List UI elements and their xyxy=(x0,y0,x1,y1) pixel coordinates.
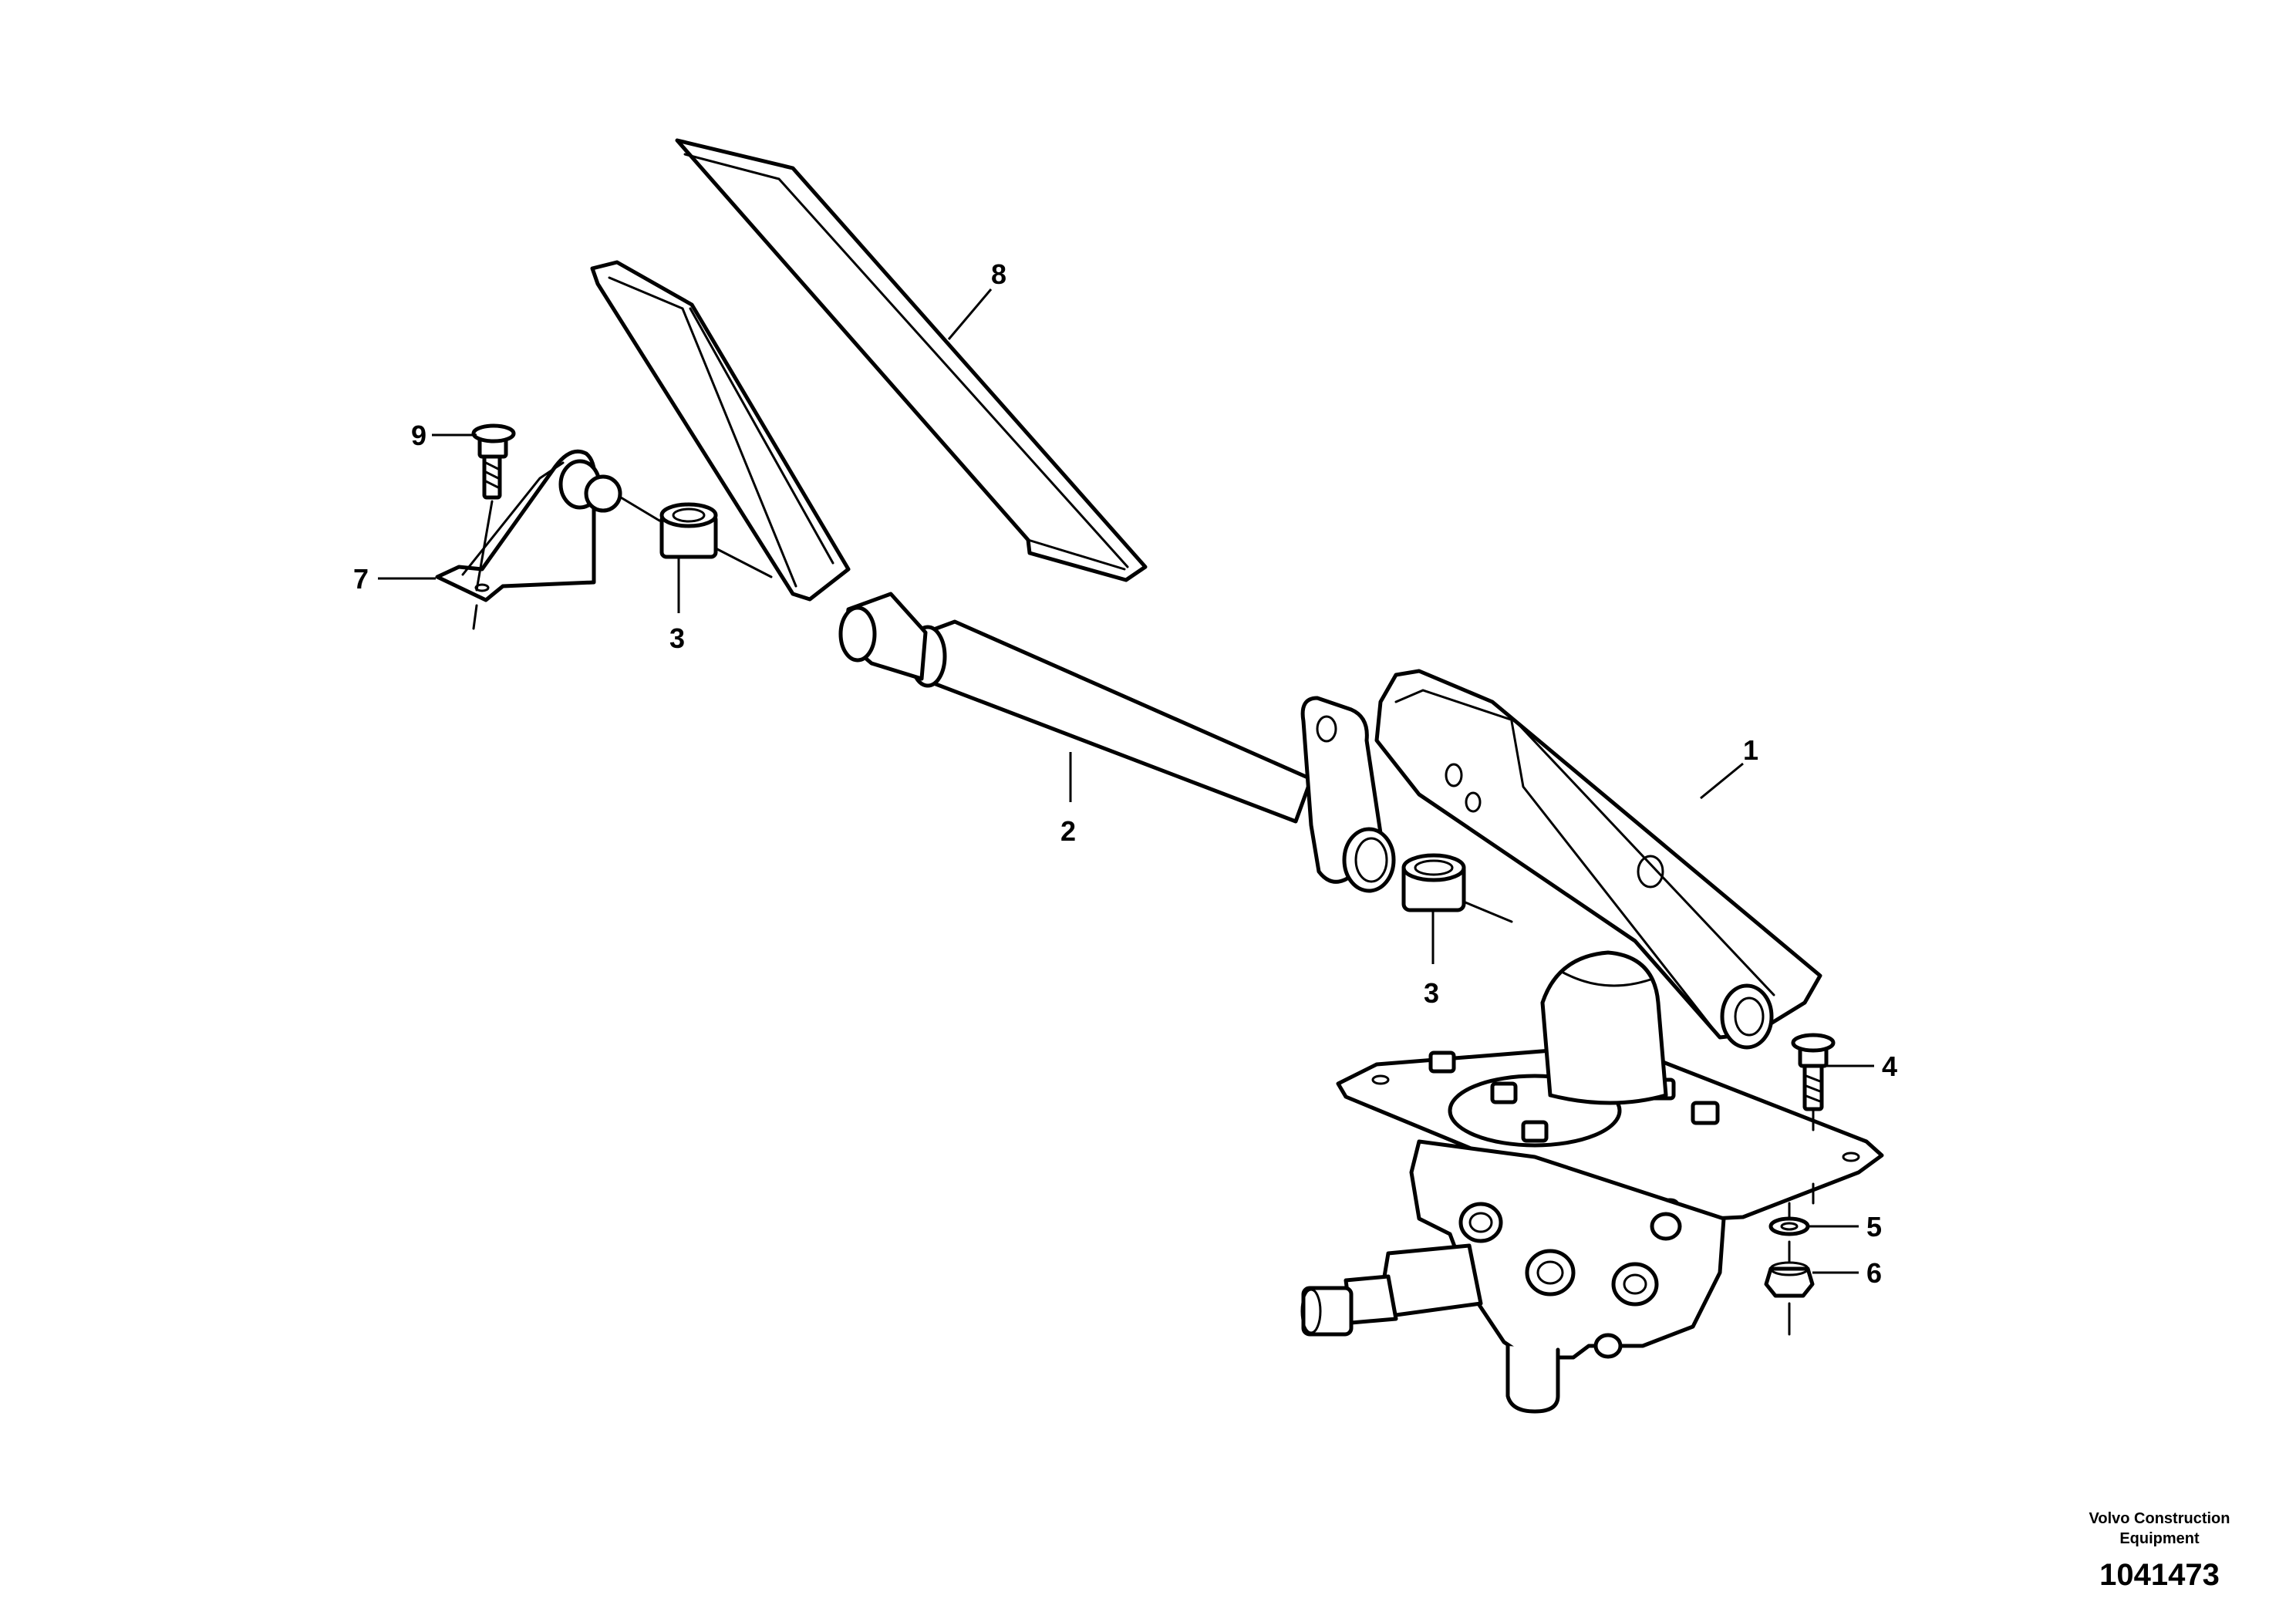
drawing-number: 1041473 xyxy=(2099,1558,2220,1592)
brand-line-2: Equipment xyxy=(2119,1530,2200,1547)
brake-valve xyxy=(1300,669,1884,1414)
svg-text:8: 8 xyxy=(991,258,1006,290)
pedal-lever xyxy=(590,260,1396,893)
nut-6 xyxy=(1764,1240,1815,1336)
svg-text:9: 9 xyxy=(411,420,426,451)
callout-3-lower: 3 xyxy=(1424,910,1439,1009)
svg-text:5: 5 xyxy=(1866,1211,1882,1243)
washer-5 xyxy=(1768,1202,1810,1236)
brand-line-1: Volvo Construction xyxy=(2089,1510,2230,1527)
callout-6: 6 xyxy=(1812,1257,1882,1289)
pedal-pad xyxy=(675,138,1148,582)
bushing-lower xyxy=(1401,853,1513,923)
bracket xyxy=(435,449,622,602)
svg-text:3: 3 xyxy=(669,622,685,654)
svg-text:3: 3 xyxy=(1424,977,1439,1009)
callout-3-upper: 3 xyxy=(669,557,685,654)
callout-5: 5 xyxy=(1809,1211,1882,1243)
bolt-4 xyxy=(1791,1033,1836,1205)
bolt-9 xyxy=(471,423,516,630)
callout-4: 4 xyxy=(1824,1050,1897,1082)
svg-text:1: 1 xyxy=(1743,734,1758,766)
svg-text:7: 7 xyxy=(353,563,369,595)
callout-9: 9 xyxy=(411,420,477,451)
svg-text:2: 2 xyxy=(1060,815,1076,847)
footer-block: Volvo Construction Equipment 1041473 xyxy=(2089,1510,2230,1592)
bushing-upper xyxy=(619,496,773,578)
callout-1: 1 xyxy=(1700,734,1758,800)
callout-8: 8 xyxy=(947,258,1006,340)
callout-7: 7 xyxy=(353,563,436,595)
svg-text:4: 4 xyxy=(1882,1050,1897,1082)
callout-2: 2 xyxy=(1060,752,1076,847)
svg-text:6: 6 xyxy=(1866,1257,1882,1289)
